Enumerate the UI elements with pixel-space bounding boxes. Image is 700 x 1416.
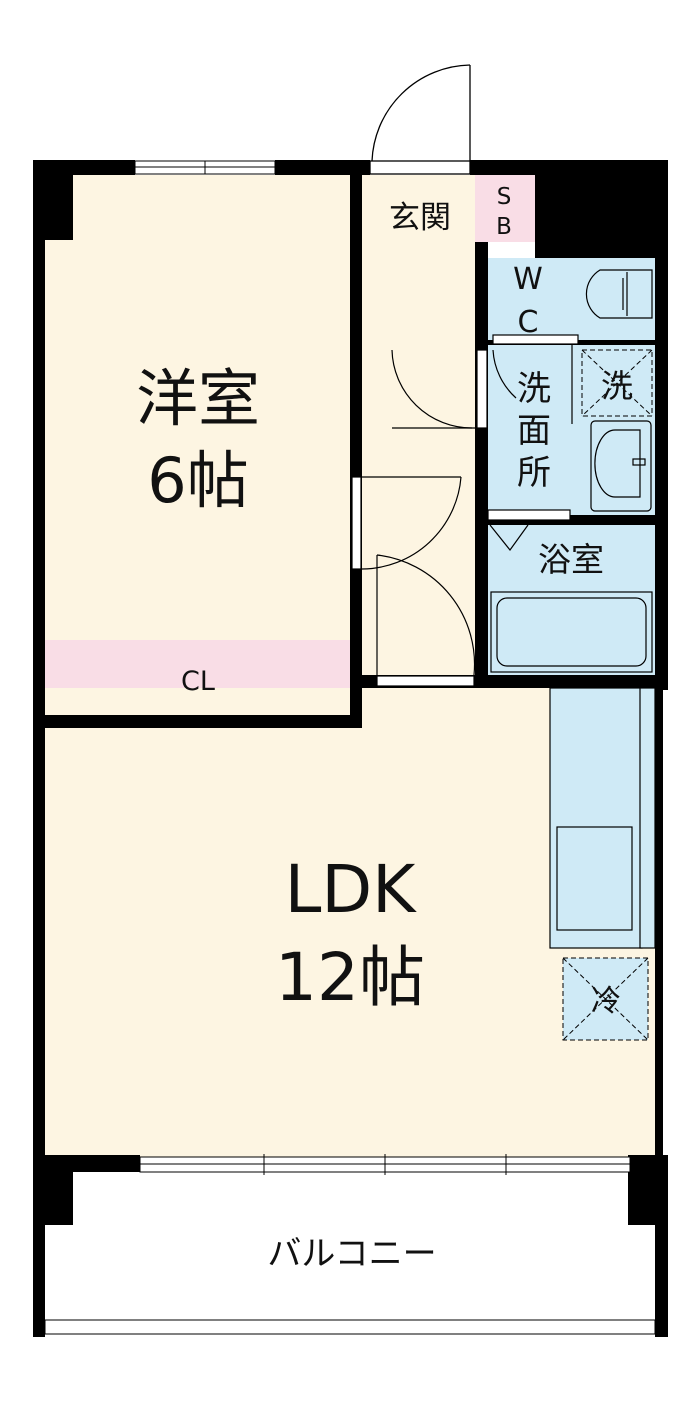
washer-space bbox=[581, 349, 653, 417]
ldk-door bbox=[376, 554, 476, 687]
washroom-door bbox=[391, 334, 579, 429]
fridge-space bbox=[562, 957, 649, 1041]
toilet-label-c: C bbox=[518, 305, 539, 340]
shoe-box-label-b: B bbox=[496, 214, 512, 240]
bathroom-label: 浴室 bbox=[538, 540, 604, 579]
entrance-door bbox=[369, 64, 471, 175]
washroom-label-2: 面 bbox=[517, 411, 551, 451]
toilet-label-w: W bbox=[513, 262, 543, 297]
shoe-box bbox=[475, 175, 535, 242]
western-room-name: 洋室 bbox=[136, 362, 260, 435]
bathroom-floor bbox=[488, 525, 655, 675]
washer-label: 洗 bbox=[601, 367, 633, 405]
toilet-icon bbox=[585, 269, 653, 319]
balcony-label: バルコニー bbox=[267, 1234, 436, 1274]
closet-label: CL bbox=[181, 666, 215, 697]
washroom-label-1: 洗 bbox=[517, 369, 551, 409]
kitchen-counter bbox=[549, 687, 656, 949]
fridge-label: 冷 bbox=[591, 984, 621, 1019]
western-room-size: 6帖 bbox=[147, 444, 248, 517]
bathroom-door bbox=[487, 509, 571, 551]
window-ldk bbox=[139, 1154, 631, 1175]
washroom-label-3: 所 bbox=[517, 453, 551, 493]
balcony-rail bbox=[44, 1319, 656, 1335]
bathtub-icon bbox=[490, 591, 653, 673]
ldk-size: 12帖 bbox=[275, 939, 425, 1016]
entrance-label: 玄関 bbox=[389, 200, 451, 236]
ldk-name: LDK bbox=[285, 851, 418, 928]
shoe-box-label-s: S bbox=[497, 184, 512, 210]
western-room-floor bbox=[45, 175, 350, 640]
sink-icon bbox=[590, 420, 652, 512]
western-room-door bbox=[351, 476, 462, 570]
window-western-room bbox=[134, 160, 276, 175]
